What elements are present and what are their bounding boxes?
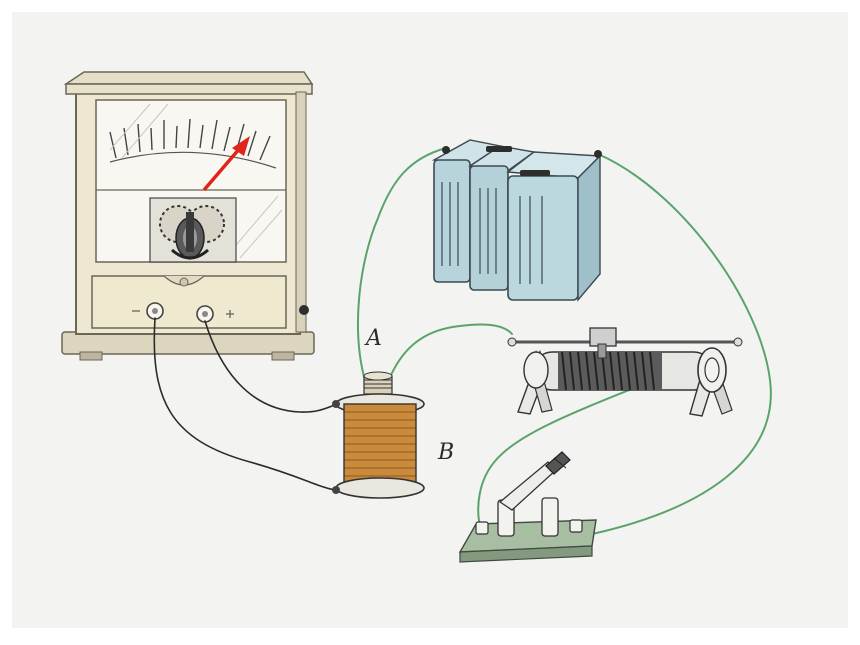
rheostat	[507, 327, 743, 417]
battery	[431, 139, 602, 302]
black-wire-1	[153, 317, 337, 491]
glass-reflection	[109, 103, 283, 259]
green-wire-coil-rheostat	[387, 323, 513, 383]
coil	[332, 371, 425, 499]
green-wire-battery-switch	[591, 153, 772, 535]
green-wire-rheostat-switch	[477, 379, 655, 527]
knife-switch	[458, 451, 597, 563]
green-wire-coil-battery	[356, 147, 447, 385]
wires	[153, 147, 772, 535]
black-wire-2	[204, 320, 339, 413]
galvanometer	[61, 71, 315, 361]
needle	[202, 136, 250, 192]
meter-movement	[149, 197, 237, 263]
coil-a-label: A	[366, 326, 382, 351]
coil-b-label: B	[438, 440, 455, 465]
